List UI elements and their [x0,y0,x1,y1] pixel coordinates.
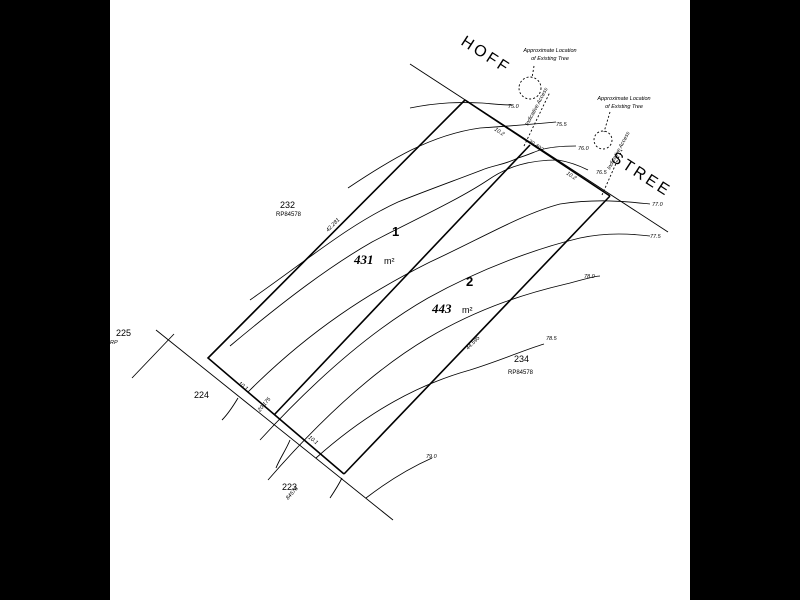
tree-leader-line [603,111,611,133]
contour-78-5 [315,343,545,459]
contour-75-0 [409,102,513,109]
neighbour-lot-224: 224 [194,390,209,400]
neighbour-plan-234: RP84578 [508,370,534,376]
lot-2-area-unit: m² [462,305,473,315]
contour-label-76-0: 76.0 [578,146,590,152]
drawing-sheet: HOFF STREE Approximate Location of Exist… [110,0,690,600]
dimension-frontage-lot-2: 10.2 [565,171,577,182]
survey-plan: HOFF STREE Approximate Location of Exist… [110,33,674,521]
contour-75-5 [347,121,557,189]
existing-tree-marker [518,76,542,100]
lot-1-area-unit: m² [384,256,395,266]
dimension-right-side: 44.595 [465,335,482,352]
contour-label-79-0: 79.0 [426,454,438,460]
neighbour-lot-232: 232 [280,200,295,210]
neighbour-boundary-line [131,333,175,379]
indicative-access-line [601,149,623,196]
street-alignment-line [409,63,669,233]
lot-1-number: 1 [392,224,399,239]
tree-note-1-line2: of Existing Tree [531,56,569,62]
tree-note-1-line1: Approximate Location [522,48,576,54]
contour-label-75-5: 75.5 [556,122,568,128]
contour-76-0 [249,145,577,301]
contour-label-78-5: 78.5 [546,336,558,342]
dimension-rear-lot-2: 10.1 [307,435,319,446]
access-note-1: Indicative Access [524,87,549,127]
lot-2-number: 2 [466,274,473,289]
indicative-access-line [523,91,551,147]
lot-2-side-boundary [343,195,611,475]
tree-note-2-line1: Approximate Location [596,96,650,102]
lot-2-area: 443 [431,301,452,316]
neighbour-lot-225: 225 [116,328,131,338]
rear-tick-line [221,397,239,421]
neighbour-plan-225: RP [110,340,118,346]
lot-1-area: 431 [353,252,374,267]
contour-label-78-0: 78.0 [584,274,596,280]
street-name-part1: HOFF [458,33,514,78]
contour-79-0 [365,457,433,499]
contour-label-77-0: 77.0 [652,202,664,208]
dimension-frontage-lot-1: 10.2 [493,127,505,138]
contour-77-5 [259,233,651,441]
tree-note-2-line2: of Existing Tree [605,104,643,110]
lot-division-line [273,144,531,416]
neighbour-plan-232: RP84578 [276,212,302,218]
existing-tree-marker [593,130,613,150]
rear-tick-line [275,439,291,469]
tree-leader-line [531,65,535,79]
contour-label-76-5: 76.5 [596,170,608,176]
contour-label-75-0: 75.0 [508,104,520,110]
contour-label-77-5: 77.5 [650,234,662,240]
contour-77-0 [247,200,651,393]
dimension-left-side: 42.281 [325,217,341,233]
neighbour-lot-223: 223 [282,482,297,492]
lot-1-outer-boundary [206,99,466,475]
rear-tick-line [329,477,343,499]
contour-76-5 [229,159,589,347]
neighbour-lot-234: 234 [514,354,529,364]
dimension-rear-lot-1: 10.1 [237,381,249,392]
contour-78-0 [267,275,601,481]
street-frontage [464,99,611,197]
